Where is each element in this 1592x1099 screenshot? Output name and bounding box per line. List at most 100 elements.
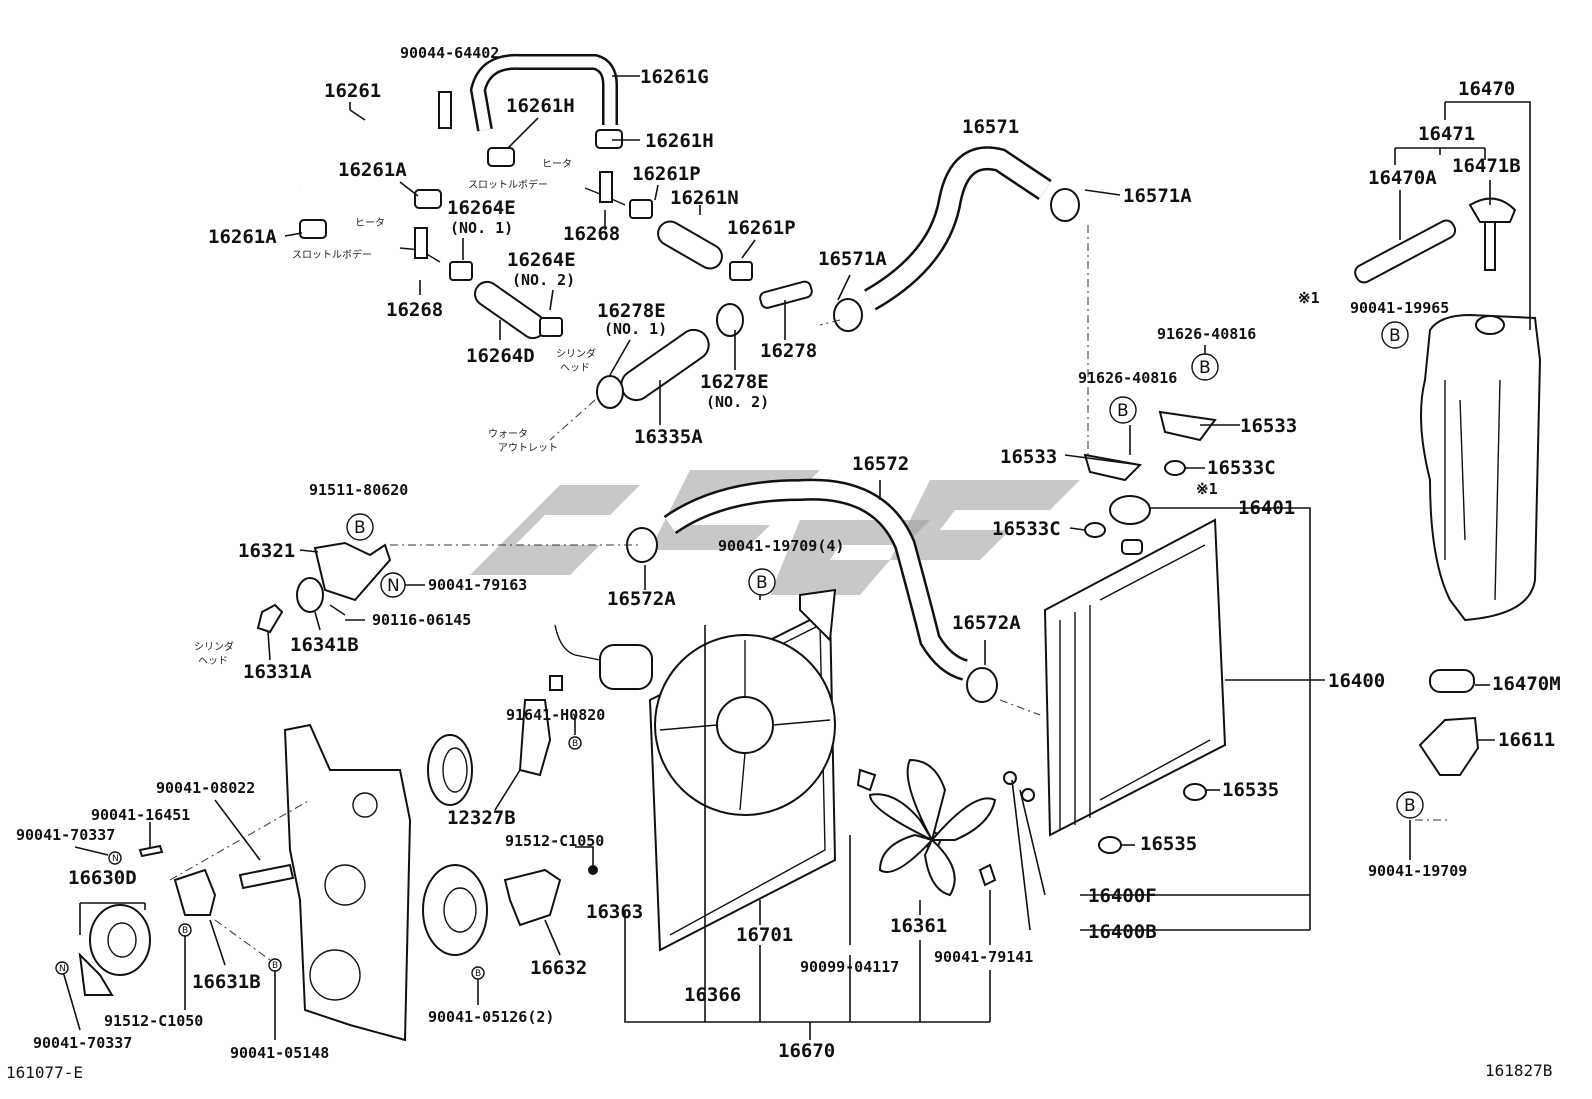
tank-16470 bbox=[1420, 313, 1542, 622]
pipe-16278 bbox=[759, 280, 813, 309]
cushion-16535-a bbox=[1183, 783, 1207, 801]
svg-text:B: B bbox=[1404, 796, 1416, 816]
drain-16400F bbox=[1003, 771, 1017, 785]
label-16261P-b: 16261P bbox=[727, 217, 796, 239]
label-16278E-2: 16278E bbox=[700, 371, 769, 393]
cushion-16535-b bbox=[1098, 836, 1122, 854]
cap-16471B bbox=[1468, 197, 1517, 223]
label-90116-06145: 90116-06145 bbox=[372, 611, 471, 629]
note-cyl-head-b1: シリンダ bbox=[194, 640, 234, 653]
ref-b-91626-a bbox=[1191, 353, 1219, 381]
grommet-16470M bbox=[1429, 669, 1475, 693]
label-16533C-a: 16533C bbox=[1207, 457, 1276, 479]
label-16533-b: 16533 bbox=[1000, 446, 1057, 468]
label-16470: 16470 bbox=[1458, 78, 1515, 100]
label-16572: 16572 bbox=[852, 453, 909, 475]
label-16400B: 16400B bbox=[1088, 921, 1157, 943]
svg-text:N: N bbox=[112, 854, 119, 864]
label-16363: 16363 bbox=[586, 901, 643, 923]
label-16341B: 16341B bbox=[290, 634, 359, 656]
diagram-code-right: 161827B bbox=[1485, 1061, 1552, 1080]
ref-b-small-d bbox=[268, 958, 282, 972]
label-90041-19709: 90041-19709 bbox=[1368, 862, 1467, 880]
ref-b-91511 bbox=[346, 513, 374, 541]
svg-text:N: N bbox=[59, 964, 66, 974]
label-16401: 16401 bbox=[1238, 497, 1295, 519]
label-note1-a: ※1 bbox=[1298, 289, 1320, 307]
label-16701: 16701 bbox=[736, 924, 793, 946]
ref-b-90041-19965 bbox=[1381, 321, 1409, 349]
hose-16261N bbox=[657, 220, 723, 270]
label-16261A-b: 16261A bbox=[208, 226, 277, 248]
note-water-outlet-1: ウォータ bbox=[488, 428, 528, 440]
label-16572A-b: 16572A bbox=[952, 612, 1021, 634]
jp-notes: ヒータ スロットルボデー ヒータ スロットルボデー シリンダ ヘッド ウォータ … bbox=[194, 158, 596, 667]
clamp-16572A-b bbox=[966, 667, 998, 703]
ref-b-90041-19709-4 bbox=[748, 568, 776, 596]
clamp-16571A-lower bbox=[833, 298, 863, 332]
svg-text:B: B bbox=[475, 969, 481, 979]
label-90041-05148: 90041-05148 bbox=[230, 1044, 329, 1062]
label-no1-b: (NO. 1) bbox=[604, 320, 667, 338]
ref-marks: B N B B B B B B B B B N N bbox=[55, 321, 1424, 980]
label-16571A-b: 16571A bbox=[818, 248, 887, 270]
bracket-16533-a bbox=[1158, 410, 1217, 442]
ref-n-small-b bbox=[55, 961, 69, 975]
label-16278: 16278 bbox=[760, 340, 817, 362]
label-16470M: 16470M bbox=[1492, 673, 1561, 695]
pulley-16630D bbox=[89, 904, 151, 976]
label-90099-04117: 90099-04117 bbox=[800, 958, 899, 976]
cap-16401 bbox=[1109, 495, 1151, 525]
label-16471B: 16471B bbox=[1452, 155, 1521, 177]
leader-lines bbox=[61, 75, 1531, 1040]
label-90041-19965: 90041-19965 bbox=[1350, 299, 1449, 317]
plug-16400B bbox=[1021, 788, 1035, 802]
ref-b-90041-19709 bbox=[1396, 791, 1424, 819]
clamp-16278E-2 bbox=[716, 303, 744, 337]
label-16261P-a: 16261P bbox=[632, 163, 701, 185]
note-cyl-head-a1: シリンダ bbox=[556, 347, 596, 360]
note-water-outlet-2: アウトレット bbox=[498, 442, 558, 454]
label-16268-a: 16268 bbox=[386, 299, 443, 321]
label-16400: 16400 bbox=[1328, 670, 1385, 692]
bracket-16631B bbox=[173, 868, 217, 916]
label-16400F: 16400F bbox=[1088, 885, 1157, 907]
clamp-16261H-b bbox=[487, 147, 515, 167]
label-16335A: 16335A bbox=[634, 426, 703, 448]
svg-text:B: B bbox=[354, 518, 366, 538]
stud-16331A bbox=[256, 603, 284, 634]
label-16366: 16366 bbox=[684, 984, 741, 1006]
note-heater-b: ヒータ bbox=[542, 158, 572, 170]
label-16261H-b: 16261H bbox=[645, 130, 714, 152]
clamp-16261A-lower bbox=[299, 219, 327, 239]
label-91641-H0820: 91641-H0820 bbox=[506, 706, 605, 724]
label-91512-C1050-b: 91512-C1050 bbox=[104, 1012, 203, 1030]
timing-cover bbox=[283, 723, 412, 1042]
label-16268-b: 16268 bbox=[563, 223, 620, 245]
label-12327B: 12327B bbox=[447, 807, 516, 829]
label-16261: 16261 bbox=[324, 80, 381, 102]
pulley-12327B bbox=[427, 734, 473, 806]
clamp-16261H-a bbox=[595, 129, 623, 149]
water-inlet-16321 bbox=[256, 541, 640, 634]
svg-text:B: B bbox=[1199, 358, 1211, 378]
label-16264D: 16264D bbox=[466, 345, 535, 367]
ref-b-small-b bbox=[471, 966, 485, 980]
label-16261N: 16261N bbox=[670, 187, 739, 209]
svg-text:B: B bbox=[756, 573, 768, 593]
label-90041-70337-a: 90041-70337 bbox=[16, 826, 115, 844]
svg-text:B: B bbox=[182, 926, 188, 936]
svg-text:N: N bbox=[387, 576, 400, 596]
clamp-16261P-b bbox=[729, 261, 753, 281]
bracket-16632 bbox=[503, 868, 562, 927]
label-16630D: 16630D bbox=[68, 867, 137, 889]
wire-16363 bbox=[799, 588, 837, 643]
label-16632: 16632 bbox=[530, 957, 587, 979]
note-heater-a: ヒータ bbox=[355, 217, 385, 229]
label-no2-b: (NO. 2) bbox=[706, 393, 769, 411]
reservoir-tank bbox=[1354, 197, 1542, 821]
label-16264E-2: 16264E bbox=[507, 249, 576, 271]
label-16571: 16571 bbox=[962, 116, 1019, 138]
bracket-16611 bbox=[1418, 716, 1480, 776]
